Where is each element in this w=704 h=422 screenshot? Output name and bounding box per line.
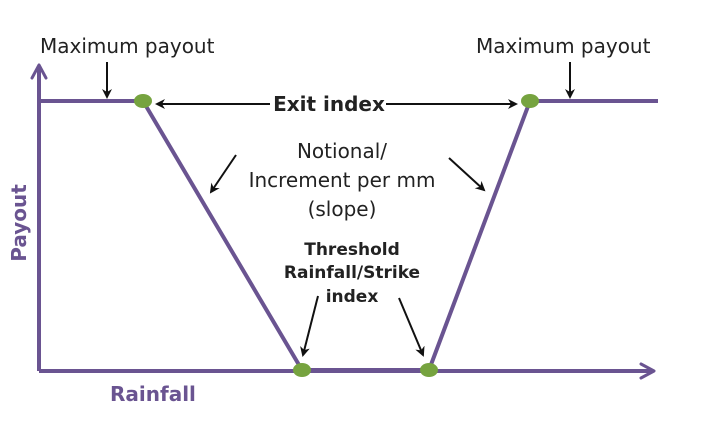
payout-line (39, 99, 658, 372)
exit-index-label: Exit index (273, 92, 385, 116)
threshold-point-left (293, 363, 311, 377)
max-payout-label-right: Maximum payout (476, 34, 651, 58)
notional-label-line2: Increment per mm (249, 168, 436, 192)
slope-pointer-right (448, 157, 486, 192)
threshold-pointer-left (300, 295, 319, 357)
threshold-label-line3: index (326, 287, 379, 307)
threshold-pointer-right (398, 297, 425, 357)
x-axis-label: Rainfall (110, 382, 196, 406)
exit-index-point-left (134, 94, 152, 108)
threshold-point-right (420, 363, 438, 377)
notional-label-line1: Notional/ (297, 139, 387, 163)
slope-pointer-left (209, 154, 237, 194)
exit-index-point-right (521, 94, 539, 108)
y-axis-label: Payout (7, 184, 31, 262)
threshold-label-line2: Rainfall/Strike (284, 263, 420, 283)
max-payout-label-left: Maximum payout (40, 34, 215, 58)
threshold-label-line1: Threshold (304, 240, 400, 260)
notional-label-line3: (slope) (308, 197, 377, 221)
